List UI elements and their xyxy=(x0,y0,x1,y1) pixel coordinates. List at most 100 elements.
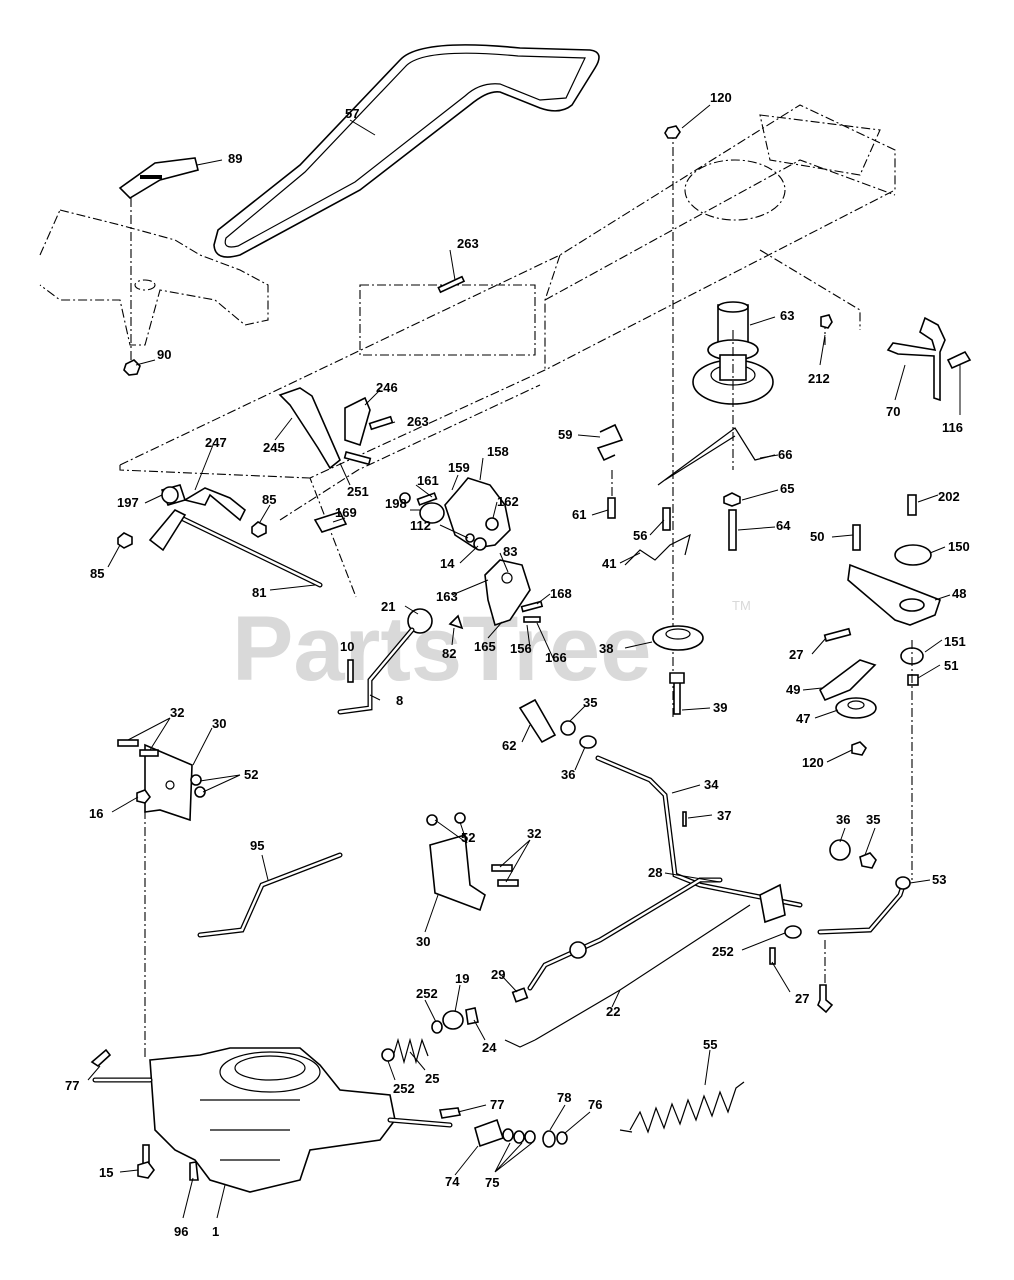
part-label: 24 xyxy=(482,1040,497,1055)
part-label: 53 xyxy=(932,872,946,887)
part-label: 168 xyxy=(550,586,572,601)
part-label: 96 xyxy=(174,1224,188,1239)
part-label: 14 xyxy=(440,556,455,571)
part-label: 166 xyxy=(545,650,567,665)
rod-95 xyxy=(197,852,343,938)
part-label: 263 xyxy=(407,414,429,429)
part-label: 252 xyxy=(712,944,734,959)
part-label: 120 xyxy=(802,755,824,770)
part-label: 158 xyxy=(487,444,509,459)
spring-55 xyxy=(619,1081,745,1134)
part-label: 85 xyxy=(262,492,276,507)
part-label: 66 xyxy=(778,447,792,462)
part-label: 35 xyxy=(583,695,597,710)
part-label: 36 xyxy=(836,812,850,827)
part-label: 49 xyxy=(786,682,800,697)
bracket-30-center xyxy=(426,812,519,912)
part-label: 51 xyxy=(944,658,958,673)
right-frame-parts xyxy=(820,314,972,402)
part-label: 162 xyxy=(497,494,519,509)
part-label: 15 xyxy=(99,1165,113,1180)
part-label: 116 xyxy=(942,420,963,435)
brake-rod-22-28 xyxy=(504,877,751,1048)
part-label: 161 xyxy=(417,473,439,488)
part-label: 90 xyxy=(157,347,171,362)
part-label: 28 xyxy=(648,865,662,880)
spring-assembly-25 xyxy=(381,1007,479,1065)
part-label: 21 xyxy=(381,599,395,614)
part-label: 52 xyxy=(244,767,258,782)
fender-panel xyxy=(39,209,269,346)
shaft-81-assembly xyxy=(117,484,323,588)
part-label: 165 xyxy=(474,639,496,654)
transaxle-1 xyxy=(90,1047,462,1193)
watermark-trademark: TM xyxy=(732,598,751,613)
part-label: 70 xyxy=(886,404,900,419)
nut-90 xyxy=(123,359,141,376)
drive-belt xyxy=(213,44,600,258)
part-number-labels: 57 89 120 63 212 70 116 90 263 246 263 2… xyxy=(65,90,970,1239)
part-label: 48 xyxy=(952,586,966,601)
part-label: 251 xyxy=(347,484,369,499)
plate-89 xyxy=(118,157,199,360)
part-label: 151 xyxy=(944,634,966,649)
part-label: 77 xyxy=(490,1097,504,1112)
part-label: 197 xyxy=(117,495,139,510)
part-label: 252 xyxy=(393,1081,415,1096)
part-label: 63 xyxy=(780,308,794,323)
part-label: 16 xyxy=(89,806,103,821)
part-label: 89 xyxy=(228,151,242,166)
part-label: 169 xyxy=(335,505,357,520)
part-label: 246 xyxy=(376,380,398,395)
part-label: 30 xyxy=(416,934,430,949)
part-label: 77 xyxy=(65,1078,79,1093)
idler-assembly xyxy=(818,494,941,880)
part-label: 1 xyxy=(212,1224,219,1239)
part-label: 65 xyxy=(780,481,794,496)
part-label: 32 xyxy=(527,826,541,841)
part-label: 56 xyxy=(633,528,647,543)
part-label: 75 xyxy=(485,1175,499,1190)
part-label: 36 xyxy=(561,767,575,782)
part-label: 32 xyxy=(170,705,184,720)
part-label: 78 xyxy=(557,1090,571,1105)
part-label: 55 xyxy=(703,1037,717,1052)
part-label: 247 xyxy=(205,435,227,450)
part-label: 120 xyxy=(710,90,732,105)
part-label: 10 xyxy=(340,639,354,654)
pulley-assembly xyxy=(652,125,774,720)
part-label: 41 xyxy=(602,556,616,571)
part-label: 62 xyxy=(502,738,516,753)
part-label: 47 xyxy=(796,711,810,726)
part-label: 112 xyxy=(410,518,431,533)
part-label: 95 xyxy=(250,838,264,853)
part-label: 83 xyxy=(503,544,517,559)
part-label: 52 xyxy=(461,830,475,845)
part-label: 61 xyxy=(572,507,586,522)
clutch-springs xyxy=(596,423,776,566)
part-label: 22 xyxy=(606,1004,620,1019)
lift-lever-8 xyxy=(337,608,433,715)
part-label: 163 xyxy=(436,589,458,604)
chassis-frame xyxy=(119,104,896,598)
part-label: 252 xyxy=(416,986,438,1001)
part-label: 19 xyxy=(455,971,469,986)
part-label: 81 xyxy=(252,585,266,600)
lift-bracket-158 xyxy=(399,477,511,551)
part-label: 29 xyxy=(491,967,505,982)
part-label: 50 xyxy=(810,529,824,544)
part-label: 198 xyxy=(385,496,407,511)
part-label: 59 xyxy=(558,427,572,442)
part-label: 156 xyxy=(510,641,532,656)
part-label: 76 xyxy=(588,1097,602,1112)
part-label: 159 xyxy=(448,460,470,475)
part-label: 212 xyxy=(808,371,830,386)
part-label: 30 xyxy=(212,716,226,731)
bracket-30-left xyxy=(117,739,206,1060)
part-label: 35 xyxy=(866,812,880,827)
part-label: 27 xyxy=(795,991,809,1006)
part-label: 34 xyxy=(704,777,719,792)
part-label: 150 xyxy=(948,539,970,554)
